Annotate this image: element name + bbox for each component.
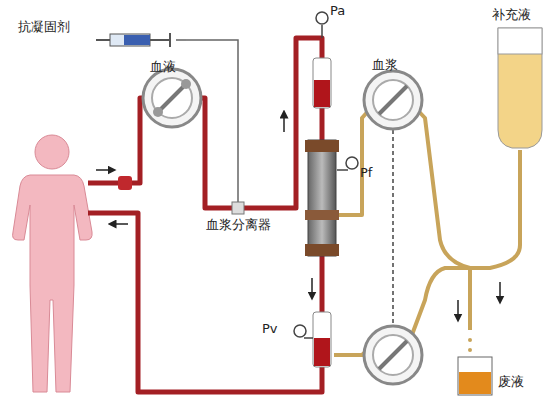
blood-line xyxy=(88,38,322,392)
diagram-label: Pa xyxy=(330,4,345,19)
diagram-label: 血浆分离器 xyxy=(206,218,271,233)
diagram-label: 血浆 xyxy=(372,58,398,73)
diagram-label: Pf xyxy=(360,166,372,181)
waste-container xyxy=(458,338,492,395)
patient-figure xyxy=(13,135,93,392)
diagram-label: 废液 xyxy=(498,375,524,390)
diagram-label: 补充液 xyxy=(492,8,531,23)
plasma-separator xyxy=(305,140,339,256)
plasma-line xyxy=(334,100,520,355)
replacement-bag xyxy=(498,28,542,148)
blood-connector xyxy=(118,176,132,190)
diagram-label: Pv xyxy=(262,322,278,337)
anticoagulant-syringe xyxy=(96,33,186,47)
blood-pump xyxy=(143,69,201,127)
plasma-pumps xyxy=(364,71,422,384)
diagram-label: 抗凝固剂 xyxy=(18,20,70,35)
pressure-gauges xyxy=(294,12,358,338)
diagram-label: 血液 xyxy=(150,60,176,75)
